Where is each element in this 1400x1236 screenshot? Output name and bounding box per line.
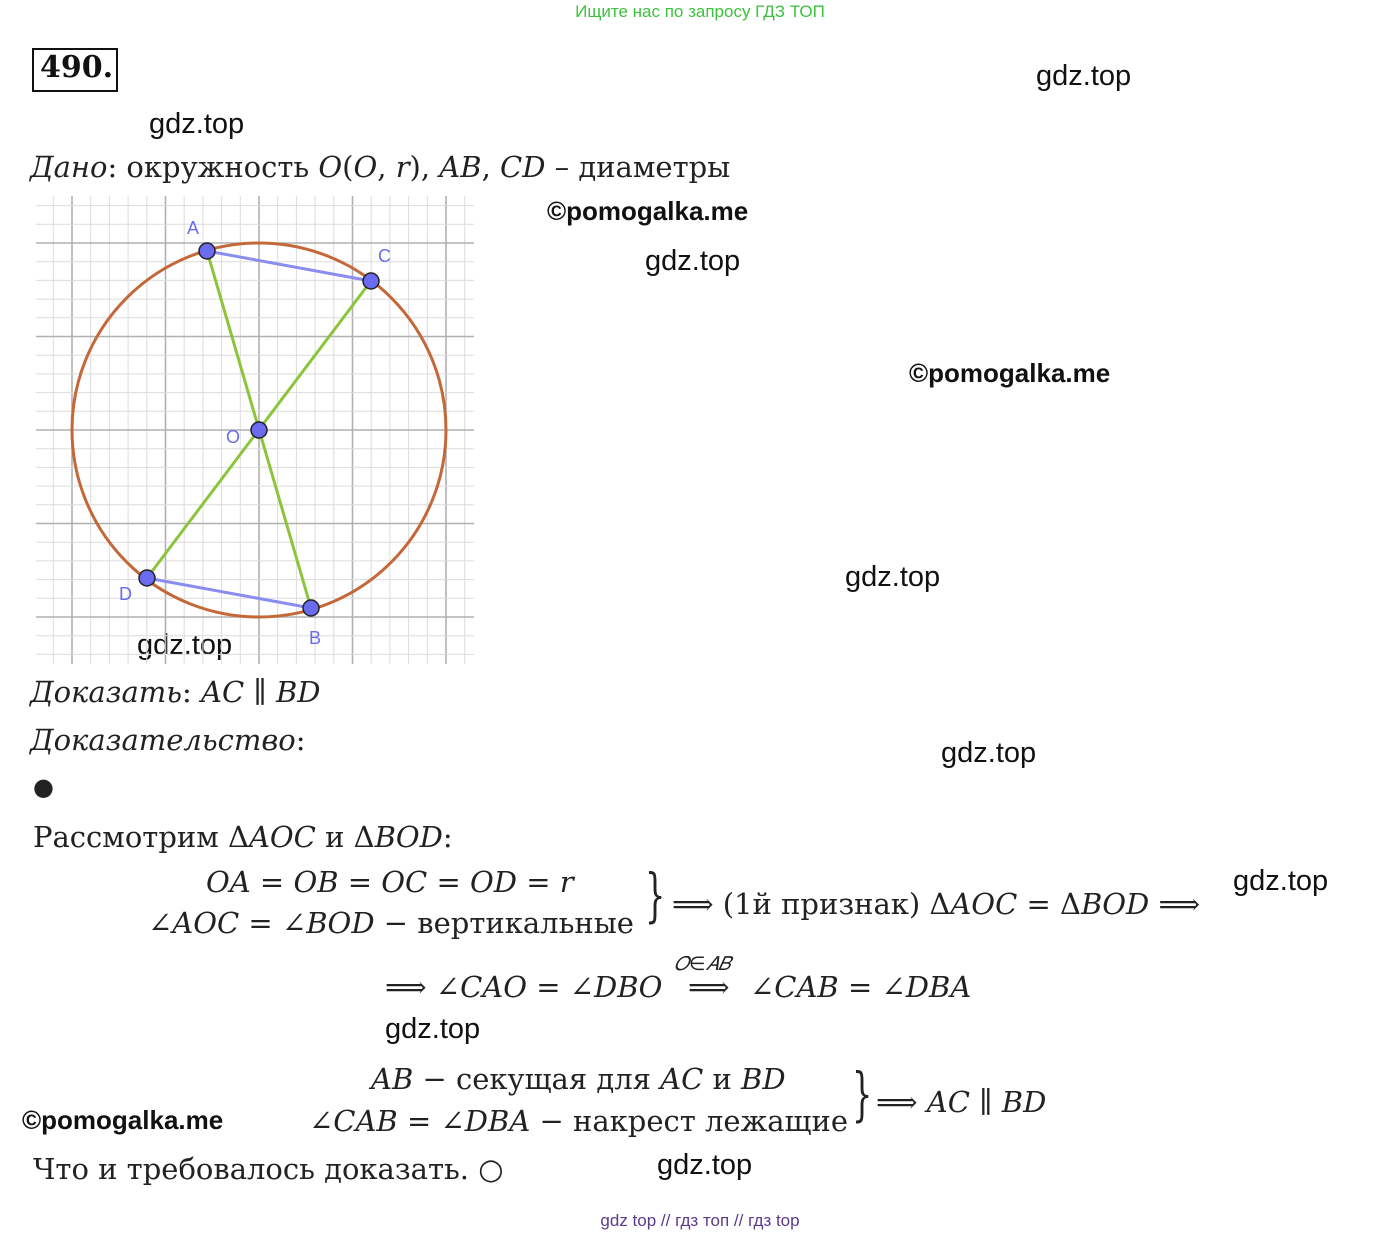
chord-db — [146, 576, 312, 610]
circle — [70, 241, 448, 619]
given-statement: Дано: окружность 𝑂(𝑂, 𝑟), 𝐴𝐵, 𝐶𝐷 – диаме… — [30, 150, 730, 184]
step2-right: ∠𝐶𝐴𝐵 = ∠𝐷𝐵𝐴 — [750, 970, 972, 1004]
point-o — [250, 421, 268, 439]
given-text: : окружность 𝑂(𝑂, 𝑟), 𝐴𝐵, 𝐶𝐷 – диаметры — [107, 150, 731, 184]
problem-number-box — [32, 48, 118, 92]
conclusion: Что и требовалось доказать. ○ — [33, 1152, 504, 1186]
proof-colon: : — [295, 723, 306, 757]
watermark-gdz: gdz.top — [385, 1013, 481, 1045]
label-d: D — [119, 584, 132, 604]
system1-result: ⟹ (1й признак) Δ𝐴𝑂𝐶 = Δ𝐵𝑂𝐷 ⟹ — [672, 887, 1201, 921]
watermark-gdz: gdz.top — [1233, 865, 1329, 897]
consider-line: Рассмотрим Δ𝐴𝑂𝐶 и Δ𝐵𝑂𝐷: — [33, 820, 453, 854]
given-label: Дано — [30, 150, 108, 184]
watermark-gdz: gdz.top — [657, 1149, 753, 1181]
point-b — [302, 599, 320, 617]
system1-brace: } — [645, 861, 666, 929]
watermark-pomogalka: ©pomogalka.me — [909, 358, 1111, 388]
watermark-gdz: gdz.top — [941, 737, 1037, 769]
prove-label: Доказать — [30, 675, 183, 709]
chord-ac — [206, 249, 372, 283]
system2-brace: } — [852, 1060, 873, 1128]
watermark-gdz: gdz.top — [645, 245, 741, 277]
step2-left: ⟹ ∠𝐶𝐴𝑂 = ∠𝐷𝐵𝑂 — [385, 970, 663, 1004]
watermark-pomogalka: ©pomogalka.me — [22, 1105, 224, 1135]
system2-line1: 𝐴𝐵 − секущая для 𝐴𝐶 и 𝐵𝐷 — [371, 1062, 786, 1096]
proof-label: Доказательство — [30, 723, 296, 757]
step2-over: 𝑂∈𝐴𝐵 — [674, 953, 731, 975]
label-a: A — [187, 218, 199, 238]
watermark-gdz: gdz.top — [1036, 60, 1132, 92]
label-c: C — [378, 246, 391, 266]
bullet: ● — [33, 773, 54, 801]
system2-line2: ∠𝐶𝐴𝐵 = ∠𝐷𝐵𝐴 − накрест лежащие — [309, 1104, 848, 1138]
point-a — [198, 242, 216, 260]
prove-statement: Доказать: 𝐴𝐶 ∥ 𝐵𝐷 — [30, 675, 321, 709]
system2-result: ⟹ 𝐴𝐶 ∥ 𝐵𝐷 — [876, 1085, 1047, 1119]
label-b: B — [309, 628, 321, 648]
prove-text: : 𝐴𝐶 ∥ 𝐵𝐷 — [182, 675, 321, 709]
system1-line2: ∠𝐴𝑂𝐶 = ∠𝐵𝑂𝐷 − вертикальные — [148, 906, 634, 940]
problem-number: 490. — [40, 50, 114, 85]
watermark-gdz: gdz.top — [149, 108, 245, 140]
point-d — [138, 569, 156, 587]
point-c — [362, 272, 380, 290]
step2-arrow: ⟹ — [688, 970, 730, 1004]
label-o: O — [226, 427, 240, 447]
watermark-gdz: gdz.top — [845, 561, 941, 593]
watermark-pomogalka: ©pomogalka.me — [547, 196, 749, 226]
system1-line1: 𝑂𝐴 = 𝑂𝐵 = 𝑂𝐶 = 𝑂𝐷 = 𝑟 — [206, 865, 574, 899]
top-search-hint: Ищите нас по запросу ГДЗ ТОП — [575, 2, 825, 21]
footer-links: gdz top // гдз топ // гдз top — [600, 1211, 800, 1230]
proof-heading: Доказательство: — [30, 723, 306, 757]
